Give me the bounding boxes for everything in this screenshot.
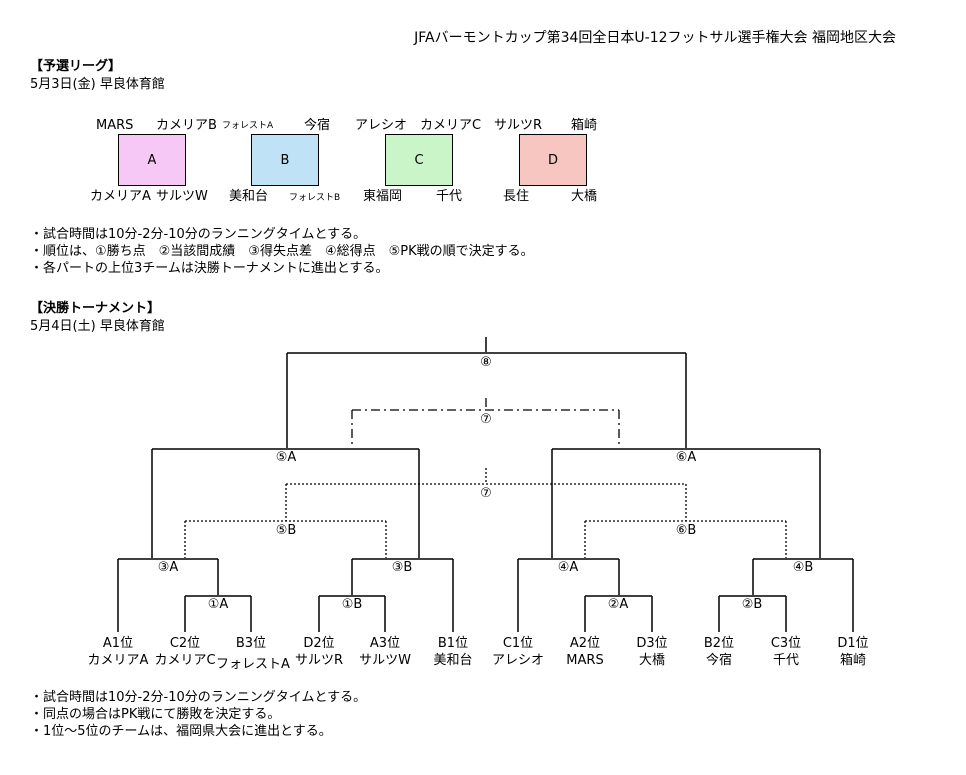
match-label-4a: ④A — [557, 560, 579, 575]
league-note-1: ・試合時間は10分-2分-10分のランニングタイムとする。 — [30, 227, 367, 242]
slot-seed: B2位 — [703, 636, 735, 651]
group-d-label: D — [547, 152, 558, 168]
group-b-label: B — [280, 152, 290, 168]
match-label-5a: ⑤A — [275, 450, 297, 465]
slot-seed: D2位 — [303, 636, 335, 651]
bracket-7a-line — [351, 398, 620, 448]
group-c-label: C — [414, 152, 424, 168]
league-note-2: ・順位は、①勝ち点 ②当該間成績 ③得失点差 ④総得点 ⑤PK戦の順で決定する。 — [30, 244, 534, 259]
slot-seed: D3位 — [636, 636, 668, 651]
league-note-3: ・各パートの上位3チームは決勝トーナメントに進出とする。 — [30, 261, 389, 276]
match-label-8: ⑧ — [480, 355, 492, 370]
match-label-1a: ①A — [207, 597, 229, 612]
group-c-box: C — [385, 134, 453, 186]
match-label-2b: ②B — [741, 597, 763, 612]
group-a-top-right: カメリアB — [156, 118, 217, 133]
slot-team: 美和台 — [433, 653, 473, 668]
bracket-3a-line — [117, 558, 219, 632]
match-label-6a: ⑥A — [675, 450, 697, 465]
slot-team: 大橋 — [638, 653, 665, 668]
bracket-1b-line — [318, 595, 386, 632]
group-d-top-left: サルツR — [494, 118, 543, 133]
slot-team: サルツW — [359, 653, 411, 668]
slot-seed: C3位 — [770, 636, 802, 651]
match-label-7a: ⑦ — [480, 412, 492, 427]
slot-team: フォレストA — [216, 657, 290, 672]
group-c-bottom-left: 東福岡 — [363, 189, 403, 204]
group-b-bottom-left: 美和台 — [229, 189, 269, 204]
tournament-heading: 【決勝トーナメント】 — [30, 301, 161, 316]
tournament-note-1: ・試合時間は10分-2分-10分のランニングタイムとする。 — [30, 690, 367, 705]
slot-seed: A1位 — [102, 636, 134, 651]
group-d-bottom-left: 長住 — [503, 189, 530, 204]
slot-team: アレシオ — [491, 653, 544, 668]
match-label-3b: ③B — [391, 560, 413, 575]
bracket-4a-line — [517, 558, 620, 632]
slot-seed: C2位 — [169, 636, 201, 651]
group-a-bottom-left: カメリアA — [90, 189, 151, 204]
group-c-top-right: カメリアC — [420, 118, 482, 133]
bracket-final-line — [286, 337, 687, 448]
slot-seed: B3位 — [235, 636, 267, 651]
match-label-4b: ④B — [792, 560, 814, 575]
bracket-5a-line — [151, 448, 420, 558]
slot-seed: C1位 — [502, 636, 534, 651]
slot-team: MARS — [566, 653, 604, 668]
bracket-5b-line — [184, 520, 387, 558]
bracket-6b-line — [584, 520, 787, 558]
group-a-bottom-right: サルツW — [156, 189, 208, 204]
group-a-label: A — [147, 152, 157, 168]
group-d-bottom-right: 大橋 — [571, 189, 598, 204]
slot-seed: A3位 — [369, 636, 401, 651]
match-label-6b: ⑥B — [675, 523, 697, 538]
match-label-5b: ⑤B — [275, 523, 297, 538]
slot-team: カメリアA — [87, 653, 149, 668]
bracket-2a-line — [584, 595, 653, 632]
group-b-top-left: フォレストA — [222, 121, 274, 131]
match-label-7b: ⑦ — [480, 486, 492, 501]
group-c-bottom-right: 千代 — [436, 189, 463, 204]
page-title: JFAバーモントカップ第34回全日本U-12フットサル選手権大会 福岡地区大会 — [414, 30, 896, 46]
bracket-1a-line — [184, 595, 252, 632]
group-a-box: A — [118, 134, 186, 186]
league-date-venue: 5月3日(金) 早良体育館 — [30, 77, 165, 92]
bracket-2b-line — [718, 595, 787, 632]
slot-team: 箱崎 — [839, 653, 866, 668]
group-c-top-left: アレシオ — [355, 118, 408, 133]
bracket-3b-line — [351, 558, 454, 632]
bracket-6a-line — [551, 448, 821, 558]
group-a-top-left: MARS — [96, 118, 134, 133]
group-d-top-right: 箱崎 — [571, 118, 598, 133]
match-label-3a: ③A — [157, 560, 179, 575]
tournament-note-2: ・同点の場合はPK戦にて勝敗を決定する。 — [30, 707, 281, 722]
group-b-bottom-right: フォレストB — [289, 193, 341, 203]
slot-team: カメリアC — [154, 653, 216, 668]
league-heading: 【予選リーグ】 — [30, 59, 122, 74]
slot-team: 今宿 — [705, 653, 732, 668]
slot-team: 千代 — [772, 653, 799, 668]
slot-seed: B1位 — [437, 636, 469, 651]
slot-team: サルツR — [294, 653, 344, 668]
tournament-date-venue: 5月4日(土) 早良体育館 — [30, 319, 165, 334]
match-label-2a: ②A — [607, 597, 629, 612]
slot-seed: D1位 — [837, 636, 869, 651]
bracket-4b-line — [752, 558, 854, 632]
bracket-7b-line — [285, 468, 687, 521]
group-d-box: D — [519, 134, 587, 186]
match-label-1b: ①B — [341, 597, 363, 612]
slot-seed: A2位 — [569, 636, 601, 651]
group-b-top-right: 今宿 — [304, 118, 331, 133]
tournament-note-3: ・1位～5位のチームは、福岡県大会に進出とする。 — [30, 724, 332, 739]
group-b-box: B — [251, 134, 319, 186]
